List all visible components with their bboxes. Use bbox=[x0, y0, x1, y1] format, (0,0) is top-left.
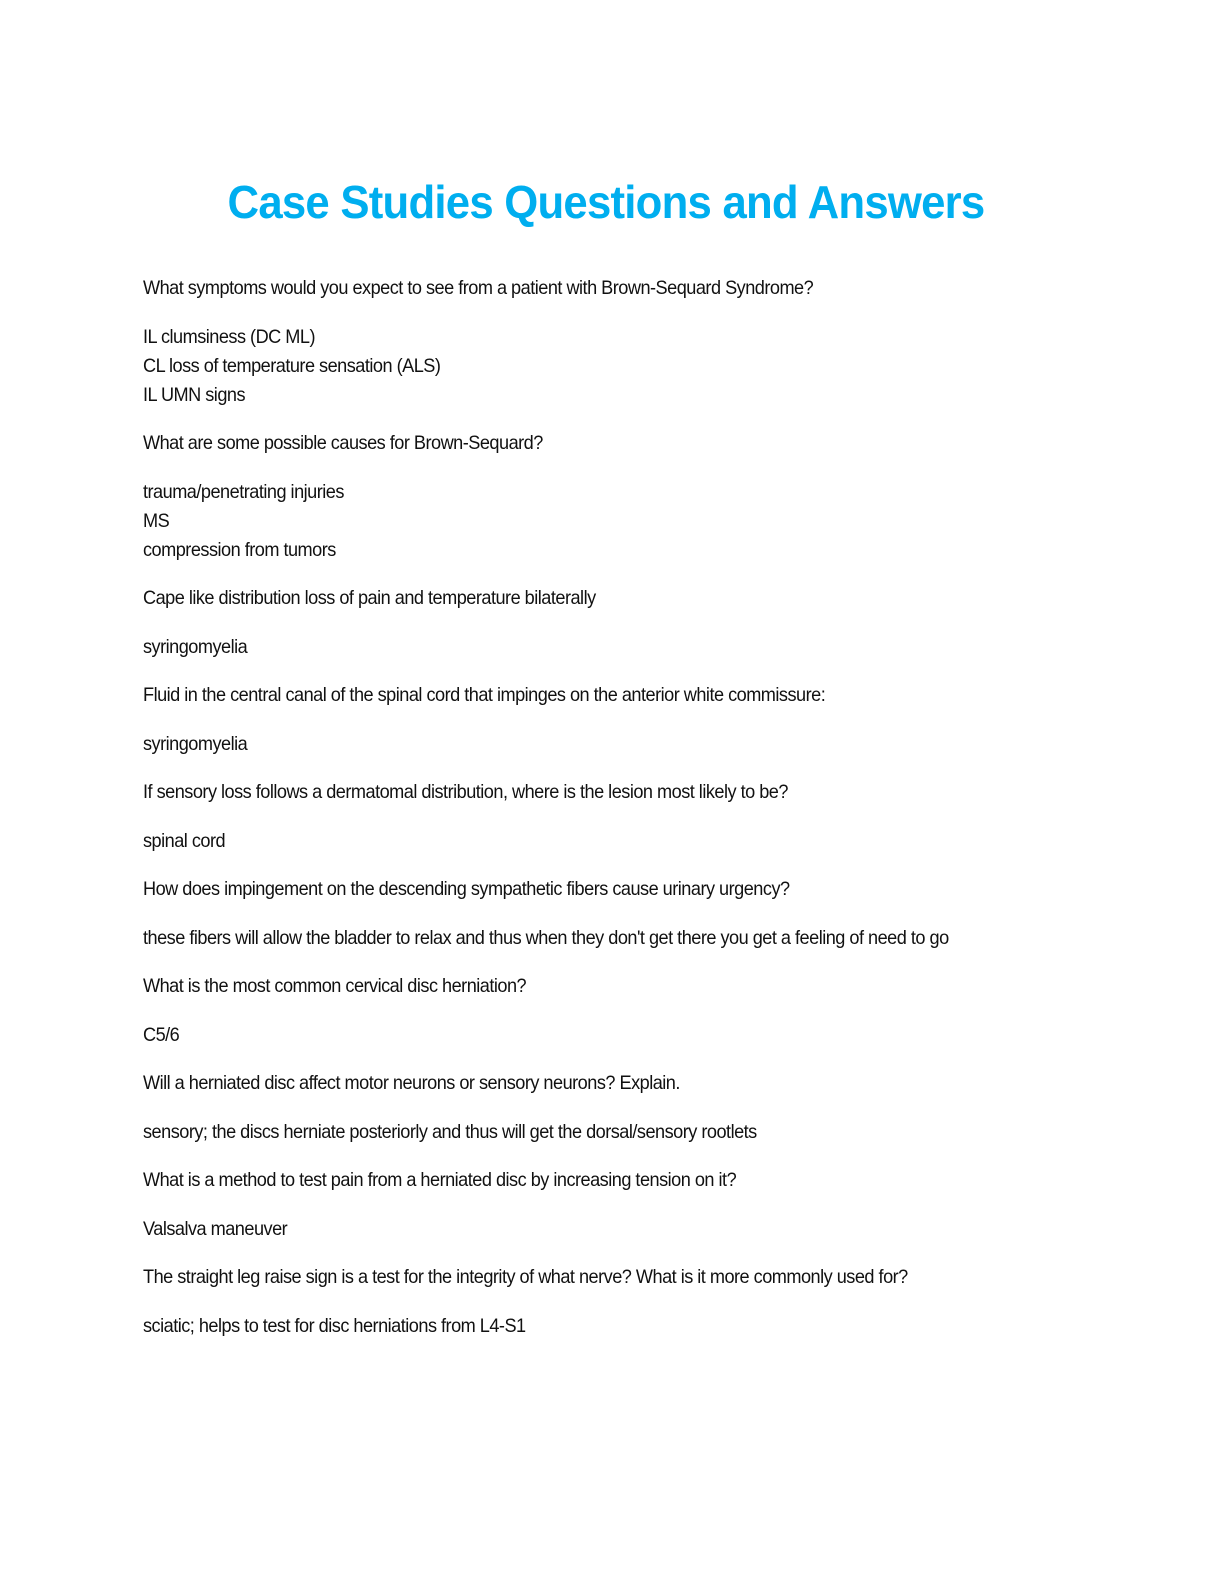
question-paragraph: If sensory loss follows a dermatomal dis… bbox=[143, 778, 1073, 807]
question-text: Fluid in the central canal of the spinal… bbox=[143, 684, 826, 706]
question-text: How does impingement on the descending s… bbox=[143, 878, 790, 900]
answer-paragraph: syringomyelia bbox=[143, 730, 1073, 759]
answer-paragraph: spinal cord bbox=[143, 827, 1073, 856]
answer-text: C5/6 bbox=[143, 1023, 180, 1046]
answer-text: MS bbox=[143, 509, 170, 532]
answer-text: trauma/penetrating injuries bbox=[143, 480, 344, 503]
question-text: Will a herniated disc affect motor neuro… bbox=[143, 1072, 680, 1094]
question-paragraph: The straight leg raise sign is a test fo… bbox=[143, 1263, 1073, 1292]
answer-text: IL clumsiness (DC ML) bbox=[143, 325, 316, 348]
answer-paragraph: syringomyelia bbox=[143, 633, 1073, 662]
answer-text: syringomyelia bbox=[143, 732, 248, 755]
question-paragraph: Will a herniated disc affect motor neuro… bbox=[143, 1069, 1073, 1098]
question-paragraph: What is a method to test pain from a her… bbox=[143, 1166, 1073, 1195]
question-text: What are some possible causes for Brown-… bbox=[143, 432, 543, 454]
question-paragraph: What are some possible causes for Brown-… bbox=[143, 429, 1073, 458]
question-text: The straight leg raise sign is a test fo… bbox=[143, 1266, 908, 1288]
question-text: Cape like distribution loss of pain and … bbox=[143, 587, 596, 609]
answer-text: syringomyelia bbox=[143, 635, 248, 658]
answer-paragraph: sensory; the discs herniate posteriorly … bbox=[143, 1118, 1073, 1147]
question-text: What symptoms would you expect to see fr… bbox=[143, 277, 814, 299]
question-paragraph: What is the most common cervical disc he… bbox=[143, 972, 1073, 1001]
question-text: What is a method to test pain from a her… bbox=[143, 1169, 737, 1191]
question-text: If sensory loss follows a dermatomal dis… bbox=[143, 781, 788, 803]
question-text: What is the most common cervical disc he… bbox=[143, 975, 527, 997]
answer-text: spinal cord bbox=[143, 829, 226, 852]
answer-paragraph: these fibers will allow the bladder to r… bbox=[143, 924, 1073, 953]
page-title: Case Studies Questions and Answers bbox=[227, 175, 986, 228]
answer-paragraph: Valsalva maneuver bbox=[143, 1215, 1073, 1244]
question-paragraph: How does impingement on the descending s… bbox=[143, 875, 1073, 904]
answer-text: these fibers will allow the bladder to r… bbox=[143, 926, 949, 949]
answer-paragraph: trauma/penetrating injuries MS compressi… bbox=[143, 478, 1073, 565]
answer-text: IL UMN signs bbox=[143, 383, 246, 406]
answer-text: compression from tumors bbox=[143, 538, 336, 561]
answer-text: CL loss of temperature sensation (ALS) bbox=[143, 354, 441, 377]
qa-list: What symptoms would you expect to see fr… bbox=[143, 274, 1143, 1360]
question-paragraph: Cape like distribution loss of pain and … bbox=[143, 584, 1073, 613]
answer-text: Valsalva maneuver bbox=[143, 1217, 288, 1240]
question-paragraph: Fluid in the central canal of the spinal… bbox=[143, 681, 1073, 710]
question-paragraph: What symptoms would you expect to see fr… bbox=[143, 274, 1073, 303]
answer-paragraph: sciatic; helps to test for disc herniati… bbox=[143, 1312, 1073, 1341]
answer-paragraph: C5/6 bbox=[143, 1021, 1073, 1050]
answer-paragraph: IL clumsiness (DC ML) CL loss of tempera… bbox=[143, 323, 1073, 410]
answer-text: sciatic; helps to test for disc herniati… bbox=[143, 1314, 526, 1337]
answer-text: sensory; the discs herniate posteriorly … bbox=[143, 1120, 757, 1143]
